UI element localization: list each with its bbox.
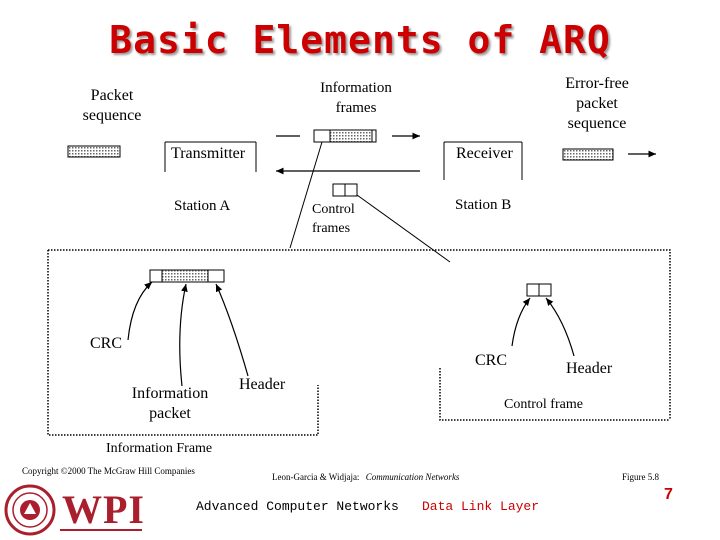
detail-info-header-cell: [207, 269, 225, 283]
callout-info-frame: [289, 141, 323, 249]
topic-name: Data Link Layer: [422, 499, 540, 514]
information-packet-label: Information packet: [131, 385, 209, 422]
information-frames-label: Information frames: [320, 80, 392, 116]
header-right-pointer: [545, 297, 575, 357]
detail-info-packet-cell: [161, 269, 209, 283]
control-frame-box-2: [344, 183, 358, 197]
crc-left-label: CRC: [90, 335, 123, 352]
station-a-label: Station A: [174, 198, 231, 214]
page-number: 7: [664, 486, 673, 503]
transmitter-label: Transmitter: [171, 145, 246, 162]
crc-left-pointer: [127, 281, 153, 341]
control-frame-box-1: [332, 183, 346, 197]
wpi-logo: [60, 488, 142, 532]
crc-right-pointer: [511, 297, 531, 347]
figure-label: Figure 5.8: [622, 472, 659, 482]
detail-ctrl-crc-cell: [526, 283, 540, 297]
callout-control-frame: [356, 194, 451, 263]
header-right-label: Header: [566, 360, 613, 377]
input-packet: [67, 145, 121, 158]
info-frame-packet-body: [329, 129, 373, 143]
control-frame-label: Control frame: [504, 397, 583, 412]
receiver-label: Receiver: [456, 145, 513, 162]
information-frame-label: Information Frame: [106, 441, 213, 456]
wpi-logo-text: WPI: [62, 487, 145, 532]
detail-info-crc-cell: [149, 269, 163, 283]
header-left-pointer: [215, 283, 249, 377]
info-packet-pointer: [179, 283, 188, 387]
detail-ctrl-header-cell: [538, 283, 552, 297]
wpi-seal-icon: [4, 484, 56, 536]
header-left-label: Header: [239, 376, 286, 393]
page-title: Basic Elements of ARQ: [109, 18, 611, 62]
citation-book: Communication Networks: [365, 472, 460, 482]
output-packet: [562, 148, 614, 161]
error-free-label: Error-free packet sequence: [565, 75, 629, 132]
citation: Leon-Garcia & Widjaja: Communication Net…: [272, 472, 459, 482]
course-name: Advanced Computer Networks: [196, 499, 399, 514]
citation-authors: Leon-Garcia & Widjaja:: [272, 472, 360, 482]
detail-box: [47, 249, 671, 436]
copyright-text: Copyright ©2000 The McGraw Hill Companie…: [22, 466, 195, 476]
control-frames-label: Control frames: [312, 202, 355, 236]
station-b-label: Station B: [455, 197, 512, 213]
crc-right-label: CRC: [475, 352, 508, 369]
packet-sequence-label: Packet sequence: [82, 87, 142, 124]
